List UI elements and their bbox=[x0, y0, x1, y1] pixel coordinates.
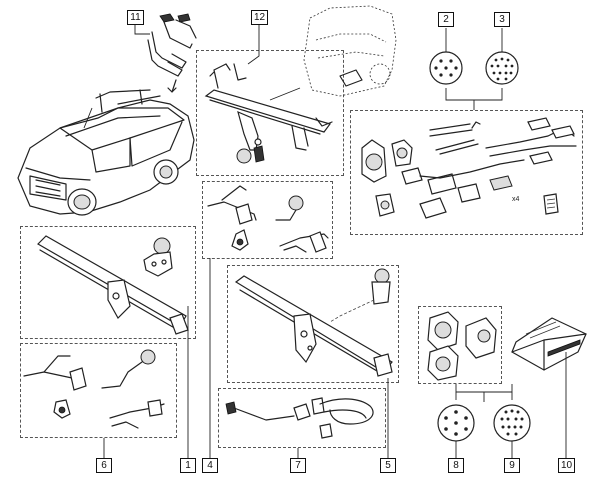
roof-bar-part-11 bbox=[134, 13, 197, 93]
group-box-8-9 bbox=[418, 306, 502, 384]
towbar-accessories-part-4 bbox=[207, 185, 329, 458]
leader-2-3-to-kit bbox=[445, 88, 503, 110]
socket-13pin-part-3 bbox=[485, 28, 519, 85]
vehicle-rear-partial bbox=[269, 5, 397, 101]
towbar-part-5 bbox=[234, 268, 393, 458]
group-box-12 bbox=[196, 50, 344, 176]
callout-11: 11 bbox=[127, 10, 144, 25]
callout-3: 3 bbox=[494, 12, 510, 27]
towbar-assembly-12 bbox=[204, 24, 333, 164]
towbar-accessories-part-6 bbox=[23, 349, 165, 458]
group-box-5 bbox=[227, 265, 399, 383]
socket-13pin-part-9 bbox=[493, 404, 531, 458]
sheet-quantity-label: x4 bbox=[512, 196, 520, 203]
socket-13pin-part-2 bbox=[429, 28, 463, 85]
callout-9: 9 bbox=[504, 458, 520, 473]
callout-2: 2 bbox=[438, 12, 454, 27]
towbar-part-1 bbox=[37, 235, 189, 458]
vehicle-illustration bbox=[17, 89, 195, 216]
callout-4: 4 bbox=[202, 458, 218, 473]
callout-7: 7 bbox=[290, 458, 306, 473]
callout-5: 5 bbox=[380, 458, 396, 473]
wiring-harness-part-7 bbox=[225, 397, 374, 458]
group-box-6 bbox=[20, 343, 177, 438]
callout-1: 1 bbox=[180, 458, 196, 473]
group-box-4 bbox=[202, 181, 333, 259]
callout-10: 10 bbox=[558, 458, 575, 473]
callout-6: 6 bbox=[96, 458, 112, 473]
group-box-1 bbox=[20, 226, 196, 339]
callout-8: 8 bbox=[448, 458, 464, 473]
control-module-part-10 bbox=[511, 317, 587, 458]
group-box-7 bbox=[218, 388, 386, 448]
socket-7pin-part-8 bbox=[437, 404, 475, 458]
socket-pair-parts-8-9 bbox=[427, 311, 513, 402]
wiring-kit-parts bbox=[361, 117, 577, 219]
callout-12: 12 bbox=[251, 10, 268, 25]
group-box-2-3-kit bbox=[350, 110, 583, 235]
